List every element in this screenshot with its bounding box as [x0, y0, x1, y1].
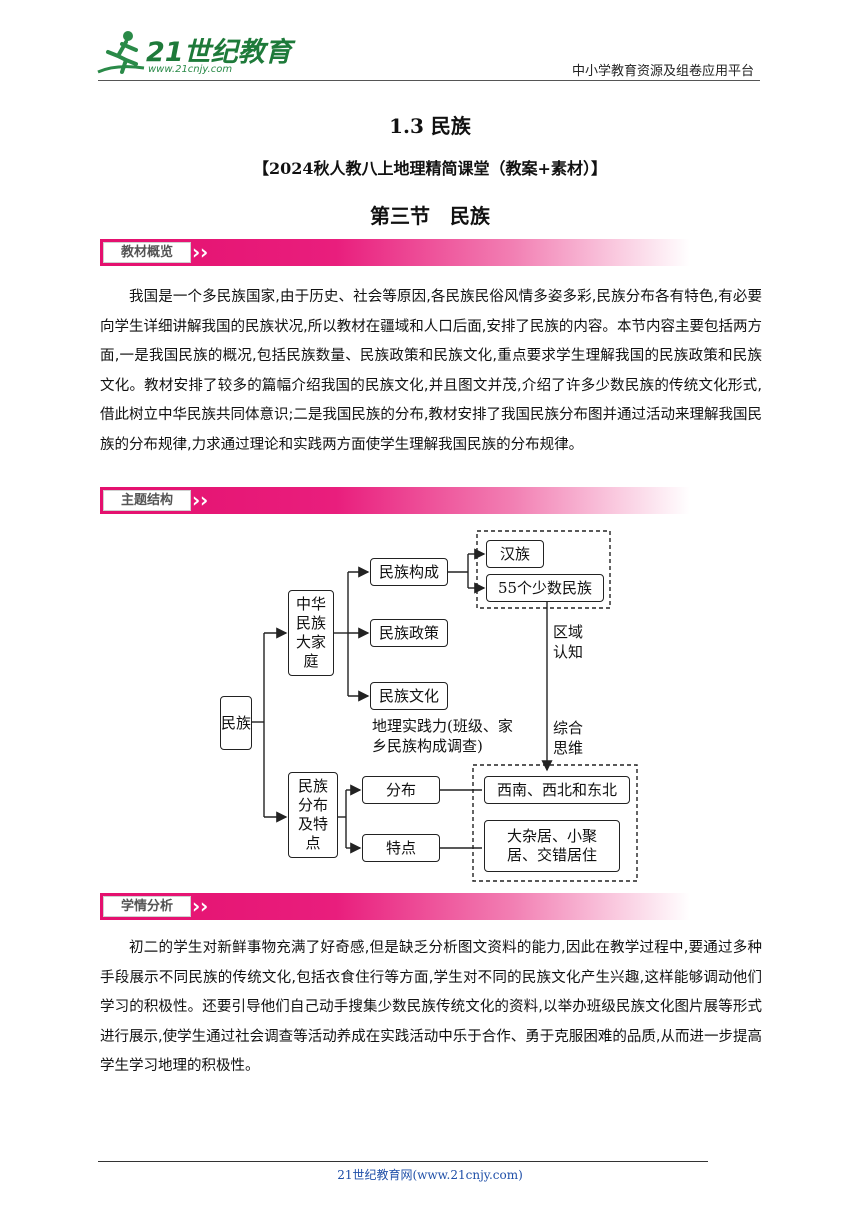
- synthesis-thinking-label: 综合思维: [553, 719, 584, 757]
- logo-text: 21世纪教育: [146, 37, 292, 68]
- footer-link[interactable]: 21世纪教育网(www.21cnjy.com): [337, 1168, 523, 1182]
- node-regions: 西南、西北和东北: [484, 776, 630, 804]
- section-title: 第三节 民族: [370, 204, 490, 228]
- header-divider: [98, 80, 760, 81]
- overview-paragraph: 我国是一个多民族国家,由于历史、社会等原因,各民族民俗风情多姿多彩,民族分布各有…: [100, 289, 762, 453]
- node-distribution: 分布: [362, 776, 440, 804]
- chevron-right-icon: ›: [192, 240, 201, 264]
- node-root: 民族: [220, 696, 252, 750]
- chevron-right-icon: ›: [200, 894, 209, 918]
- runner-logo-icon: [97, 31, 145, 74]
- node-han: 汉族: [486, 540, 544, 568]
- logo-url: www.21cnjy.com: [148, 64, 233, 75]
- diagram-connectors: [252, 530, 638, 882]
- region-cognition-label: 区域认知: [553, 623, 584, 661]
- site-logo: 21世纪教育 www.21cnjy.com: [96, 28, 292, 80]
- concept-diagram: 民族 中华民族大家庭 民族分布及特点 民族构成 民族政策 民族文化 汉族 55个…: [200, 522, 660, 884]
- lesson-title: 1.3 民族: [389, 114, 471, 138]
- chevron-right-icon: ›: [192, 488, 201, 512]
- chevron-right-icon: ›: [200, 240, 209, 264]
- analysis-paragraph: 初二的学生对新鲜事物充满了好奇感,但是缺乏分析图文资料的能力,因此在教学过程中,…: [100, 940, 762, 1074]
- node-distribution-features: 民族分布及特点: [288, 772, 338, 858]
- course-title: 【2024秋人教八上地理精简课堂（教案+素材）】: [253, 159, 607, 178]
- practice-note: 地理实践力(班级、家乡民族构成调查): [372, 717, 513, 755]
- node-chinese-nation: 中华民族大家庭: [288, 590, 334, 676]
- overview-label: 教材概览: [103, 242, 191, 263]
- chevron-right-icon: ›: [192, 894, 201, 918]
- node-minorities: 55个少数民族: [486, 574, 604, 602]
- chevron-right-icon: ›: [200, 488, 209, 512]
- footer-divider: [98, 1161, 708, 1162]
- node-policy: 民族政策: [370, 619, 448, 647]
- analysis-label: 学情分析: [103, 896, 191, 917]
- node-pattern: 大杂居、小聚居、交错居住: [484, 820, 620, 872]
- overview-banner: 教材概览 › ›: [100, 239, 690, 266]
- node-culture: 民族文化: [370, 682, 448, 710]
- platform-name: 中小学教育资源及组卷应用平台: [571, 64, 754, 79]
- node-composition: 民族构成: [370, 558, 448, 586]
- analysis-banner: 学情分析 › ›: [100, 893, 690, 920]
- node-features: 特点: [362, 834, 440, 862]
- structure-banner: 主题结构 › ›: [100, 487, 690, 514]
- structure-label: 主题结构: [103, 490, 191, 511]
